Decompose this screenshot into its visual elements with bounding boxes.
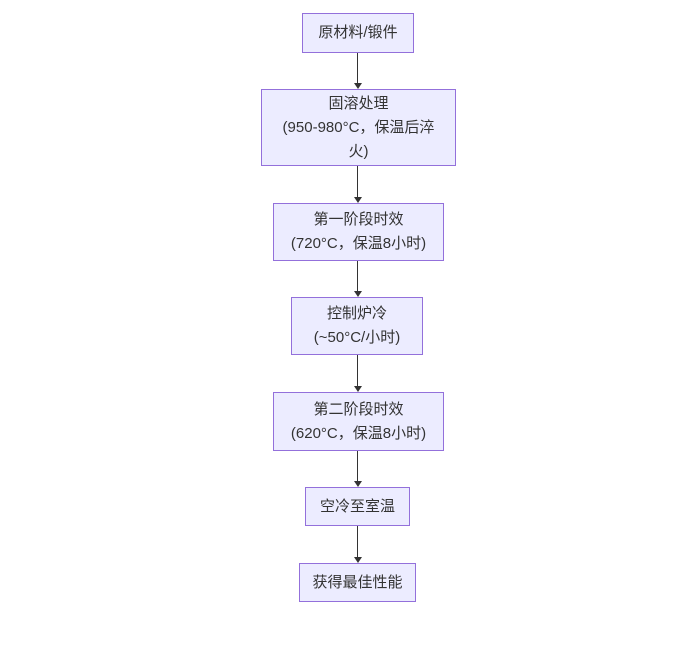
node-label-line: 空冷至室温 [319,497,395,515]
node-controlled-furnace-cooling: 控制炉冷 (~50°C/小时) [291,297,423,355]
arrow-line [357,261,358,291]
flow-arrow-6 [353,526,362,563]
flow-arrow-5 [353,451,362,487]
node-optimal-performance: 获得最佳性能 [299,563,416,602]
arrow-head-icon [353,386,362,392]
arrow-line [357,53,358,83]
arrow-head-icon [353,481,362,487]
node-solution-treatment: 固溶处理 (950-980°C，保温后淬 火) [261,89,456,166]
node-label-line: 火) [348,142,369,160]
arrow-line [357,355,358,386]
node-label-line: (950-980°C，保温后淬 [282,118,435,136]
node-label-line: (620°C，保温8小时) [290,424,427,442]
node-label-line: 获得最佳性能 [312,573,403,591]
arrow-line [357,451,358,481]
arrow-head-icon [353,197,362,203]
node-label-line: 控制炉冷 [326,305,387,322]
arrow-line [357,526,358,557]
arrow-head-icon [353,291,362,297]
flow-arrow-2 [353,166,362,203]
node-first-stage-aging: 第一阶段时效 (720°C，保温8小时) [273,203,444,261]
node-raw-material: 原材料/锻件 [302,13,414,53]
node-label-line: 原材料/锻件 [318,24,398,41]
flow-arrow-4 [353,355,362,392]
node-label-line: 固溶处理 [328,94,389,112]
node-label-line: (720°C，保温8小时) [290,235,427,252]
node-second-stage-aging: 第二阶段时效 (620°C，保温8小时) [273,392,444,451]
node-label-line: 第二阶段时效 [313,400,404,418]
node-label-line: 第一阶段时效 [313,211,404,228]
arrow-head-icon [353,83,362,89]
flow-arrow-1 [353,53,362,89]
node-air-cool-to-room-temp: 空冷至室温 [305,487,410,526]
arrow-head-icon [353,557,362,563]
arrow-line [357,166,358,197]
node-label-line: (~50°C/小时) [313,329,401,346]
flow-arrow-3 [353,261,362,297]
